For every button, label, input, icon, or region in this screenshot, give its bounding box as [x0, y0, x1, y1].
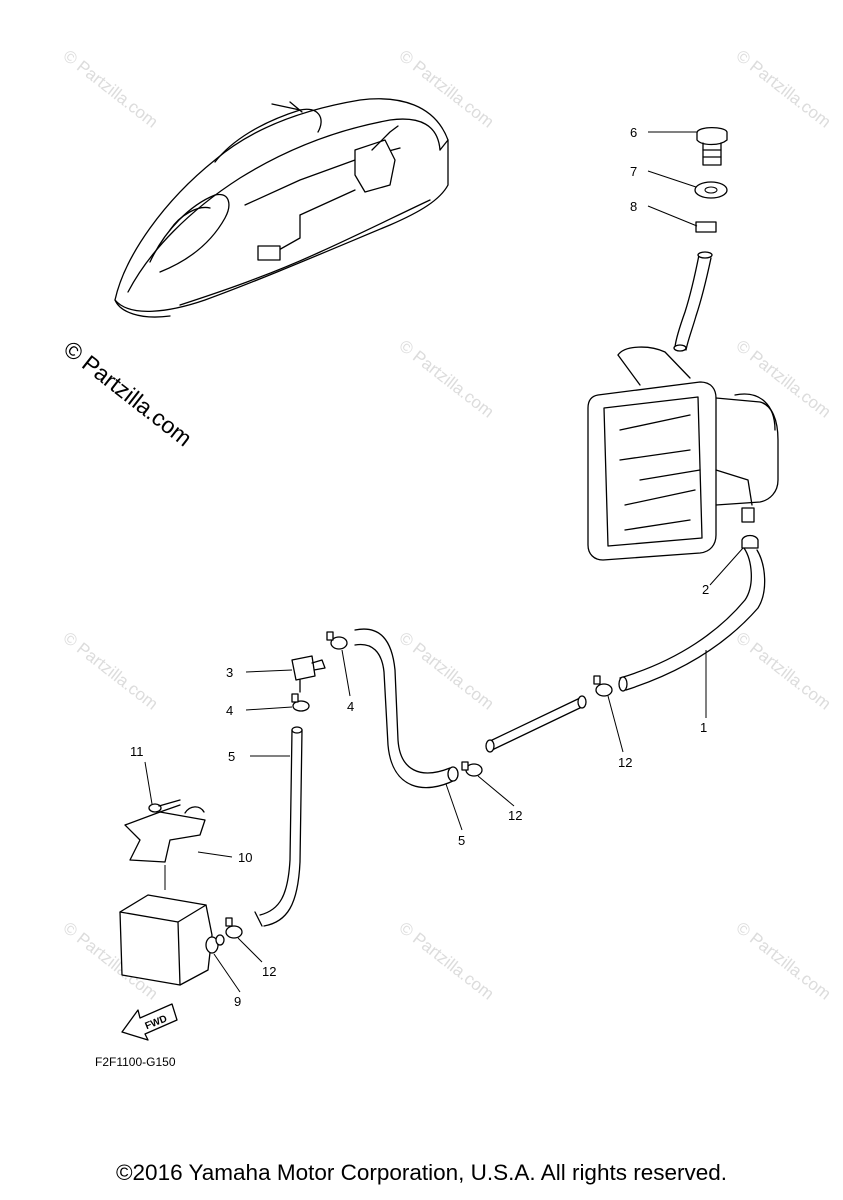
filter-box-9 — [119, 894, 225, 986]
callout-4-right: 4 — [347, 699, 354, 714]
diagram-code: F2F1100-G150 — [95, 1055, 176, 1069]
callout-8: 8 — [630, 199, 637, 214]
pipe-connector — [485, 695, 587, 753]
watermark: © Partzilla.com — [396, 336, 498, 422]
watermark: © Partzilla.com — [396, 628, 498, 714]
bracket-10 — [124, 806, 206, 863]
callout-5-middle: 5 — [458, 833, 465, 848]
watercraft-overview-illustration — [114, 98, 449, 318]
hose-1 — [618, 534, 766, 692]
hose-5-left — [254, 726, 303, 927]
watermark: © Partzilla.com — [396, 918, 498, 1004]
callout-10: 10 — [238, 850, 252, 865]
callout-7: 7 — [630, 164, 637, 179]
callout-3: 3 — [226, 665, 233, 680]
leader-lines — [144, 131, 744, 993]
hose-5-middle — [354, 628, 459, 789]
watermark: © Partzilla.com — [60, 46, 162, 132]
callout-6: 6 — [630, 125, 637, 140]
jet-pump-housing-illustration — [587, 346, 779, 561]
callout-12-right: 12 — [618, 755, 632, 770]
watermark-large: © Partzilla.com — [59, 335, 197, 451]
screw-11 — [148, 799, 181, 813]
callout-12-left: 12 — [262, 964, 276, 979]
callout-4-left: 4 — [226, 703, 233, 718]
watermark: © Partzilla.com — [396, 46, 498, 132]
callout-5-left: 5 — [228, 749, 235, 764]
callout-12-middle: 12 — [508, 808, 522, 823]
watermark: © Partzilla.com — [733, 628, 835, 714]
fitting-3 — [291, 655, 326, 693]
callout-9: 9 — [234, 994, 241, 1009]
drain-plug-assembly — [673, 126, 728, 352]
watermark: © Partzilla.com — [60, 628, 162, 714]
watermark: © Partzilla.com — [733, 918, 835, 1004]
copyright-footer: ©2016 Yamaha Motor Corporation, U.S.A. A… — [115, 1160, 728, 1185]
callouts: 6 7 8 2 1 3 4 4 5 5 12 12 12 11 10 9 — [130, 125, 709, 1009]
callout-2: 2 — [702, 582, 709, 597]
callout-1: 1 — [700, 720, 707, 735]
watermark: © Partzilla.com — [733, 46, 835, 132]
callout-11: 11 — [130, 744, 144, 759]
watermark: © Partzilla.com — [733, 336, 835, 422]
fwd-arrow: FWD — [121, 1003, 178, 1041]
hose-clamps — [225, 631, 613, 939]
